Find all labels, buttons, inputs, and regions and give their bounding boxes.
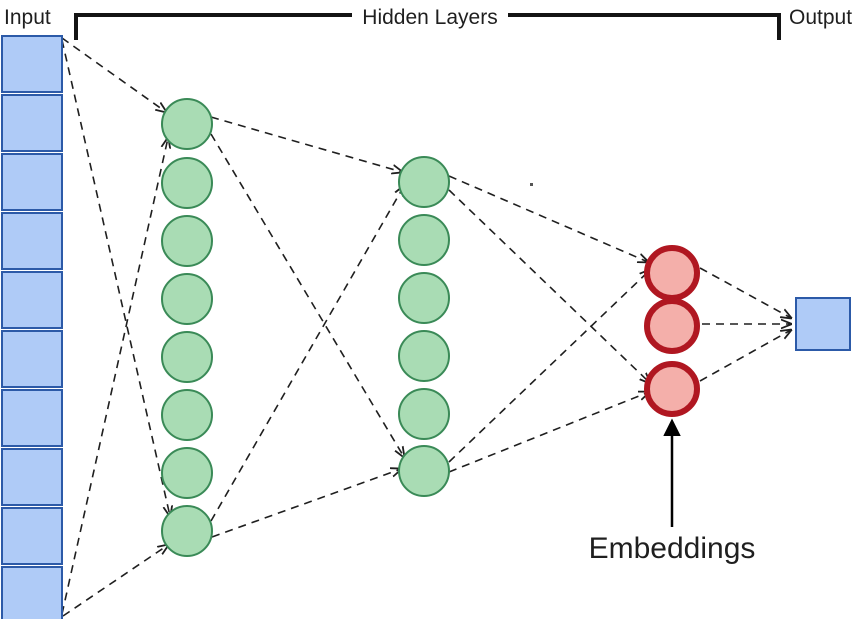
edge-group-hidden2-to-embeddings (448, 175, 650, 473)
hidden-layers-label: Hidden Layers (362, 6, 497, 29)
edge-hidden2-top-to-embedding-top (448, 175, 648, 262)
output-node[interactable] (795, 297, 851, 351)
edge-hidden2-top-to-embedding-bottom (448, 189, 650, 383)
hidden-node[interactable] (398, 388, 450, 440)
embedding-node[interactable] (644, 361, 700, 417)
layer-output (795, 297, 851, 351)
edge-input-top-to-hidden1-top (61, 37, 166, 112)
edge-input-top-to-hidden1-bottom (61, 39, 170, 516)
input-node[interactable] (1, 330, 63, 388)
edge-hidden1-top-to-hidden2-bottom (210, 133, 404, 457)
input-node[interactable] (1, 389, 63, 447)
edge-group-input-to-hidden1 (61, 37, 170, 617)
edge-embedding-top-to-output (699, 267, 791, 318)
embedding-node[interactable] (644, 245, 700, 301)
edge-input-bottom-to-hidden1-bottom (62, 545, 168, 617)
input-node[interactable] (1, 94, 63, 152)
layer-embeddings (644, 245, 700, 417)
hidden-node[interactable] (161, 98, 213, 150)
hidden-node[interactable] (161, 505, 213, 557)
input-node[interactable] (1, 212, 63, 270)
edge-embedding-bottom-to-output (699, 330, 791, 382)
hidden-node[interactable] (161, 389, 213, 441)
edge-hidden1-bottom-to-hidden2-top (210, 186, 404, 522)
bracket-right-segment (508, 13, 781, 40)
output-label: Output (789, 6, 852, 29)
hidden-node[interactable] (161, 331, 213, 383)
input-node[interactable] (1, 153, 63, 211)
edge-input-bottom-to-hidden1-top (61, 138, 168, 615)
layer-hidden-2 (398, 156, 450, 497)
input-label: Input (4, 6, 51, 29)
hidden-node[interactable] (398, 445, 450, 497)
hidden-node[interactable] (398, 272, 450, 324)
input-node[interactable] (1, 448, 63, 506)
edge-hidden1-bottom-to-hidden2-bottom (211, 469, 401, 538)
input-node[interactable] (1, 507, 63, 565)
input-node[interactable] (1, 35, 63, 93)
embedding-node[interactable] (644, 298, 700, 354)
edge-group-hidden1-to-hidden2 (210, 116, 404, 538)
stray-dot-artifact (530, 183, 533, 186)
hidden-node[interactable] (398, 156, 450, 208)
hidden-node[interactable] (161, 157, 213, 209)
hidden-node[interactable] (161, 447, 213, 499)
hidden-node[interactable] (161, 273, 213, 325)
hidden-node[interactable] (398, 214, 450, 266)
hidden-node[interactable] (161, 215, 213, 267)
layer-hidden-1 (161, 98, 213, 557)
layer-input (1, 35, 63, 619)
bracket-left-segment (74, 13, 352, 40)
hidden-layers-bracket (74, 13, 781, 40)
edge-group-embeddings-to-output (699, 267, 791, 382)
edge-hidden1-top-to-hidden2-top (210, 116, 402, 172)
embeddings-label: Embeddings (589, 532, 756, 565)
edge-hidden2-bottom-to-embedding-bottom (448, 392, 649, 473)
hidden-node[interactable] (398, 330, 450, 382)
input-node[interactable] (1, 566, 63, 619)
edge-hidden2-bottom-to-embedding-top (448, 270, 650, 463)
input-node[interactable] (1, 271, 63, 329)
